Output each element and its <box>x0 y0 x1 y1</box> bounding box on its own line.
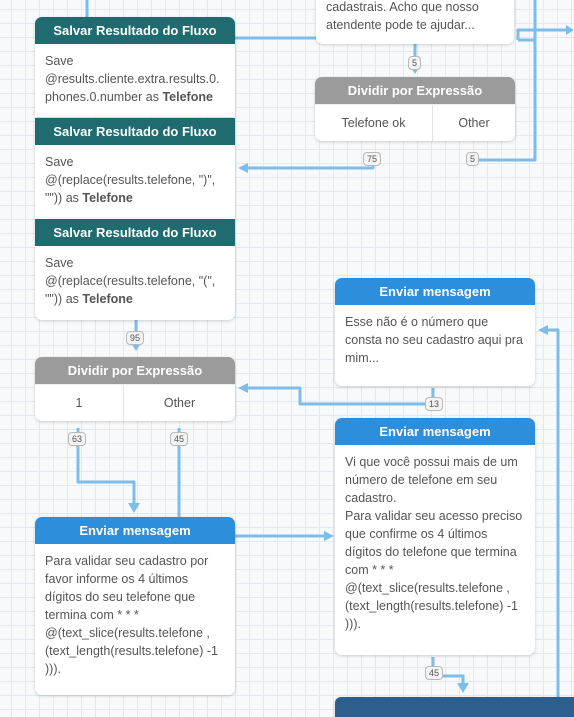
node-header: Salvar Resultado do Fluxo <box>35 219 235 246</box>
save-as: as <box>145 90 159 104</box>
save-as: as <box>65 191 79 205</box>
send-message-node-b[interactable]: Enviar mensagem Vi que você possui mais … <box>335 418 535 655</box>
node-header: Salvar Resultado do Fluxo <box>35 118 235 145</box>
save-result-node-2[interactable]: Salvar Resultado do Fluxo Save @(replace… <box>35 118 235 219</box>
case-list: Telefone ok Other <box>315 104 515 141</box>
exit-count-badge: 13 <box>425 397 444 411</box>
message-paragraph-2: Para validar seu acesso preciso que conf… <box>345 509 523 631</box>
send-message-node-a[interactable]: Enviar mensagem Esse não é o número que … <box>335 278 535 386</box>
save-expression: @(replace(results.telefone, ")", "")) <box>45 173 216 205</box>
save-expression: @results.cliente.extra.results.0.phones.… <box>45 72 220 104</box>
exit-count-badge: 95 <box>126 331 145 345</box>
case-other[interactable]: Other <box>123 385 235 421</box>
save-variable: Telefone <box>82 191 133 205</box>
message-text-line2: atendente pode te ajudar... <box>326 18 475 32</box>
partial-node-bottom[interactable] <box>335 697 574 717</box>
send-message-node-top[interactable]: cadastrais. Acho que nosso atendente pod… <box>316 0 514 44</box>
save-result-node-3[interactable]: Salvar Resultado do Fluxo Save @(replace… <box>35 219 235 320</box>
save-variable: Telefone <box>82 292 133 306</box>
save-prefix: Save <box>45 155 74 169</box>
split-expression-node-1[interactable]: Dividir por Expressão Telefone ok Other <box>315 77 515 141</box>
exit-count-badge: 45 <box>425 666 444 680</box>
send-message-node-c[interactable]: Enviar mensagem Para validar seu cadastr… <box>35 517 235 695</box>
split-expression-node-2[interactable]: Dividir por Expressão 1 Other <box>35 357 235 421</box>
node-header: Enviar mensagem <box>335 418 535 445</box>
node-header: Dividir por Expressão <box>315 77 515 104</box>
save-as: as <box>65 292 79 306</box>
case-telefone-ok[interactable]: Telefone ok <box>341 116 406 130</box>
node-header: Dividir por Expressão <box>35 357 235 384</box>
save-prefix: Save <box>45 54 74 68</box>
exit-count-badge: 45 <box>170 432 189 446</box>
exit-count-badge: 63 <box>68 432 87 446</box>
save-result-node-1[interactable]: Salvar Resultado do Fluxo Save @results.… <box>35 17 235 117</box>
save-variable: Telefone <box>162 90 213 104</box>
node-header: Enviar mensagem <box>35 517 235 544</box>
save-expression: @(replace(results.telefone, "(", "")) <box>45 274 216 306</box>
message-text: Para validar seu cadastro por favor info… <box>45 554 219 676</box>
case-1[interactable]: 1 <box>75 396 83 410</box>
exit-count-badge: 5 <box>466 152 480 166</box>
message-text-line1: cadastrais. Acho que nosso <box>326 0 479 14</box>
case-list: 1 Other <box>35 384 235 421</box>
message-text: Esse não é o número que consta no seu ca… <box>345 315 523 365</box>
save-prefix: Save <box>45 256 74 270</box>
message-paragraph-1: Vi que você possui mais de um número de … <box>345 455 518 505</box>
case-other[interactable]: Other <box>432 105 515 141</box>
node-header: Salvar Resultado do Fluxo <box>35 17 235 44</box>
exit-count-badge: 75 <box>363 152 382 166</box>
node-header: Enviar mensagem <box>335 278 535 305</box>
exit-count-badge: 5 <box>408 56 422 70</box>
